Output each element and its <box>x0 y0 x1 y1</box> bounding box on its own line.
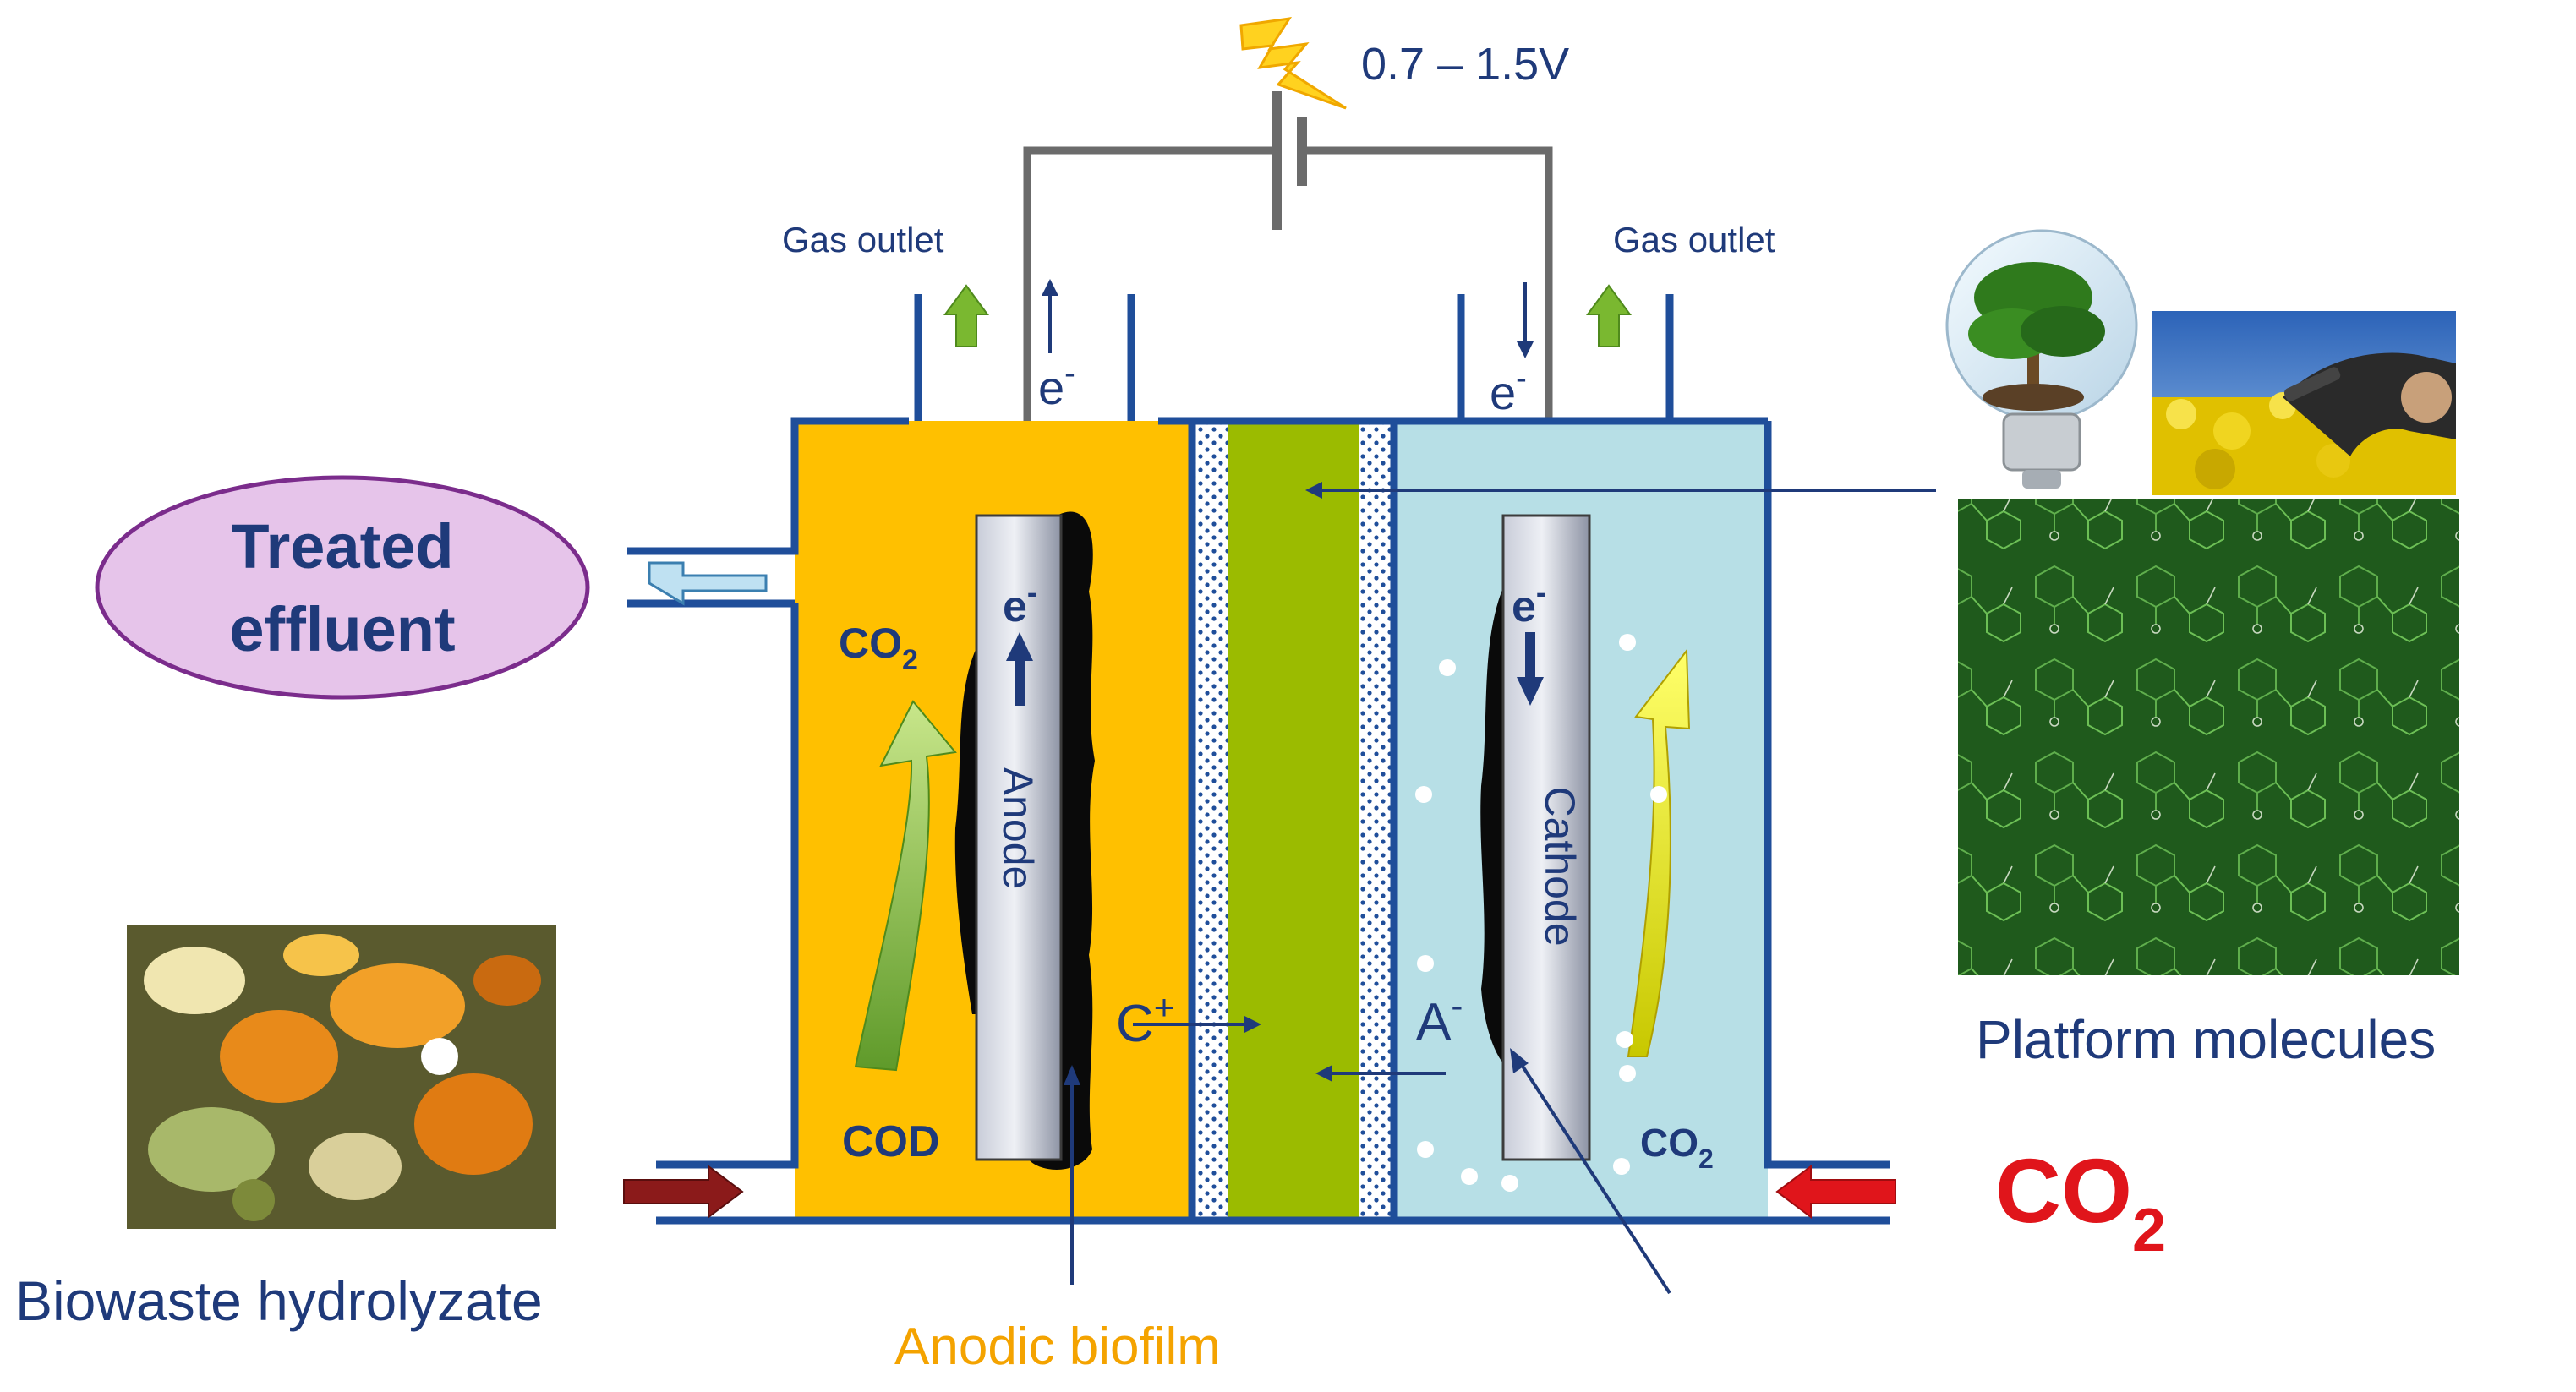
cation-exchange-membrane <box>1192 421 1228 1220</box>
cathode-wire <box>1302 146 1553 524</box>
anode-wire <box>1023 146 1277 524</box>
voltage-label: 0.7 – 1.5V <box>1361 39 1569 90</box>
electron-label-top-right: e- <box>1490 361 1527 419</box>
gas-bubbles <box>1415 634 1667 1192</box>
treated-effluent-line1: Treated <box>231 511 453 581</box>
cathode-biofilm-layer <box>1480 583 1505 1065</box>
anode-co2-curved-arrow-icon <box>854 700 957 1072</box>
platform-molecules-label: Platform molecules <box>1976 1009 2436 1070</box>
co2-input-label: CO2 <box>1995 1139 2166 1264</box>
anode-electron-label: e- <box>1003 575 1037 631</box>
product-compartment <box>1228 421 1359 1220</box>
treated-effluent-bubble <box>95 475 590 700</box>
anodic-biofilm-pointer <box>1064 1065 1080 1285</box>
treated-effluent-line2: effluent <box>229 594 455 664</box>
biowaste-inflow-arrow-icon <box>623 1165 744 1219</box>
anion-label: A- <box>1416 985 1463 1051</box>
gas-outlet-arrow-right-icon <box>1586 284 1632 347</box>
reactor-frame <box>627 294 1890 1225</box>
anion-migration-arrow-icon <box>1315 1065 1446 1082</box>
co2-inflow-arrow-icon <box>1775 1165 1896 1219</box>
anodic-biofilm-label: Anodic biofilm <box>894 1318 1221 1376</box>
biowaste-hydrolyzate-label: Biowaste hydrolyzate <box>15 1269 543 1332</box>
lightbulb-tree-photo <box>1936 221 2152 492</box>
cathode-co2-label: CO2 <box>1640 1121 1714 1174</box>
gas-outlet-left-label: Gas outlet <box>782 220 944 259</box>
gas-outlet-right-label: Gas outlet <box>1613 220 1775 259</box>
electron-label-top-left: e- <box>1038 356 1075 414</box>
cathode-electron-arrow-icon <box>1517 632 1544 706</box>
electron-up-arrow-icon <box>1042 279 1058 353</box>
anode-co2-label: CO2 <box>839 620 918 676</box>
cathode-electron-label: e- <box>1512 575 1546 631</box>
anode-electron-arrow-icon <box>1006 632 1033 706</box>
cation-migration-arrow-icon <box>1133 1016 1261 1033</box>
electron-down-arrow-icon <box>1517 282 1534 358</box>
gas-outlet-arrow-left-icon <box>943 284 989 347</box>
anode-electrode <box>975 514 1063 1161</box>
anion-exchange-membrane <box>1359 421 1394 1220</box>
cathode-label: Cathode <box>1536 786 1583 946</box>
lightning-bolt-icon <box>1239 17 1347 110</box>
anode-label: Anode <box>994 767 1042 890</box>
biowaste-photo <box>127 925 556 1229</box>
cathode-product-curved-arrow-icon <box>1627 648 1691 1057</box>
fuel-pump-photo <box>2152 311 2456 495</box>
electric-circuit <box>1023 91 1553 524</box>
cathode-biofilm-pointer <box>1510 1048 1671 1295</box>
product-extraction-arrow-icon <box>1305 482 1957 499</box>
platform-molecules-photo <box>1956 498 2461 977</box>
effluent-outflow-arrow-icon <box>648 561 768 606</box>
cathode-electrode <box>1501 514 1591 1161</box>
cod-label: COD <box>842 1117 940 1166</box>
